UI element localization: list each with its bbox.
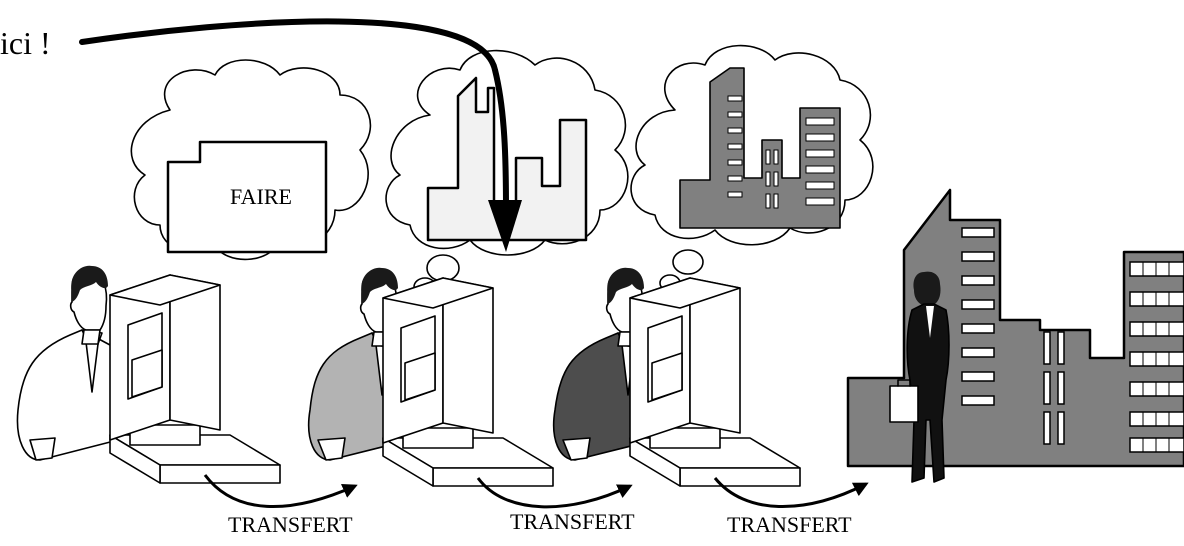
transfer-arrows: [203, 474, 869, 509]
building-gray-icon: [679, 67, 841, 229]
worker-3: [552, 266, 801, 487]
briefcase-icon: [889, 385, 919, 423]
faire-label: FAIRE: [230, 184, 292, 209]
thought-bubble-3: [630, 44, 874, 307]
callout-arrow: [79, 18, 509, 213]
transfer-arrow-1: [203, 474, 358, 508]
worker-1: [16, 264, 281, 484]
worker-2: [307, 266, 554, 487]
businessman: [889, 271, 950, 483]
transfer-arrow-3: [713, 477, 869, 508]
finished-building: [846, 188, 1184, 468]
transfer-label-1: TRANSFERT: [228, 512, 353, 537]
transfer-label-2: TRANSFERT: [510, 509, 635, 534]
callout: ici !: [0, 18, 522, 252]
transfer-arrow-2: [476, 477, 633, 509]
transfer-labels: TRANSFERT TRANSFERT TRANSFERT: [228, 509, 852, 537]
transfer-label-3: TRANSFERT: [727, 512, 852, 537]
callout-text: ici !: [0, 25, 51, 61]
callout-arrow-head: [488, 200, 522, 252]
